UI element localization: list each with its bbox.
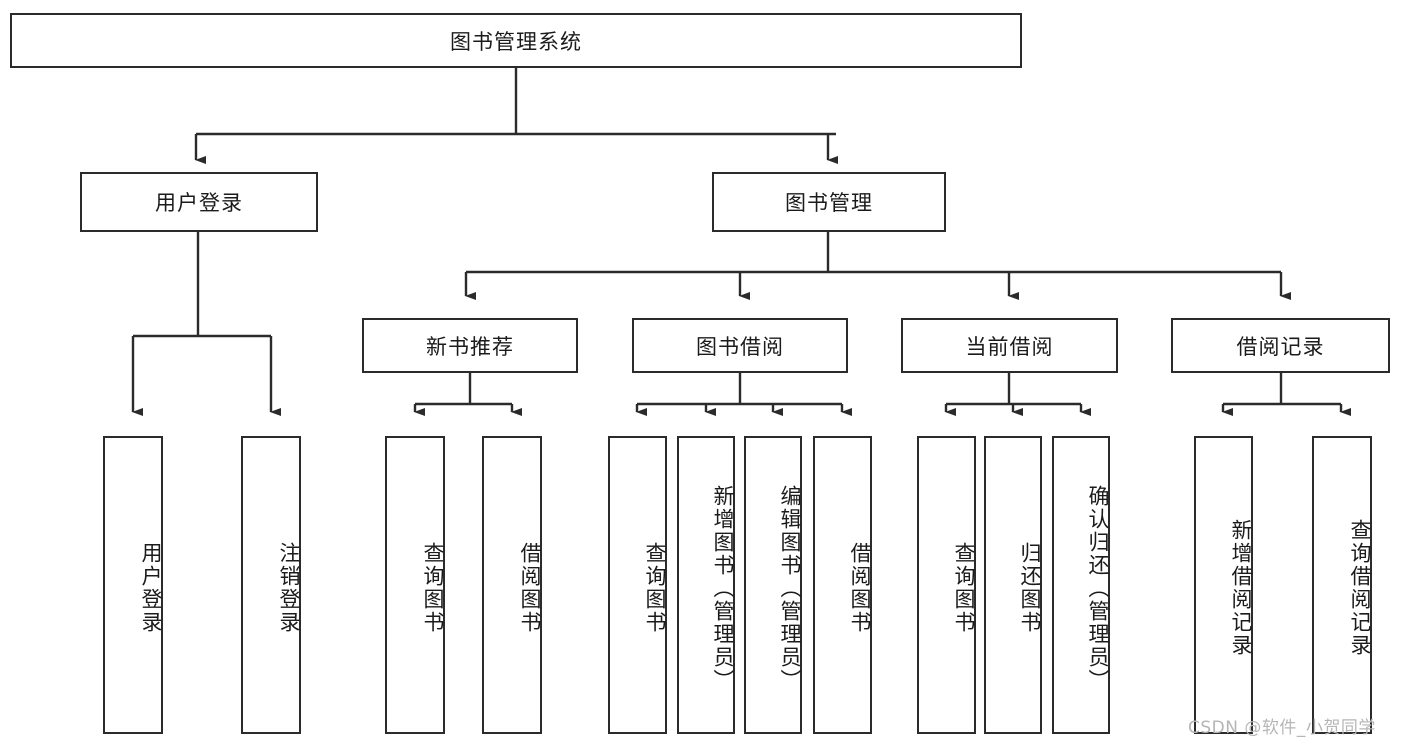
- node-label: 新书推荐: [426, 334, 514, 359]
- node-label: 查询图书: [952, 542, 976, 634]
- node-label: 查询图书: [421, 542, 445, 634]
- node-label: 借阅图书: [848, 542, 872, 634]
- node-label: 查询借阅记录: [1348, 519, 1372, 657]
- node-label: 归还图书: [1018, 542, 1042, 634]
- node-label: 借阅记录: [1236, 334, 1325, 359]
- node-root-book-management-system[interactable]: 图书管理系统: [10, 13, 1022, 68]
- leaf-query-borrowing-record[interactable]: 查询借阅记录: [1312, 436, 1372, 734]
- leaf-borrow-books[interactable]: 借阅图书: [813, 436, 872, 734]
- leaf-add-book-admin[interactable]: 新增图书（管理员）: [677, 436, 735, 734]
- node-label: 查询图书: [643, 542, 667, 634]
- node-label: 图书管理: [785, 191, 873, 215]
- leaf-logout[interactable]: 注销登录: [241, 436, 301, 734]
- leaf-query-books-current[interactable]: 查询图书: [917, 436, 976, 734]
- node-label: 新增借阅记录: [1229, 519, 1253, 657]
- leaf-query-books-recommend[interactable]: 查询图书: [385, 436, 445, 734]
- leaf-borrow-books-recommend[interactable]: 借阅图书: [482, 436, 542, 734]
- node-label: 用户登录: [139, 542, 163, 634]
- leaf-add-borrowing-record[interactable]: 新增借阅记录: [1194, 436, 1253, 734]
- node-new-book-recommendation[interactable]: 新书推荐: [362, 318, 578, 373]
- node-label: 注销登录: [277, 542, 301, 634]
- node-borrowing-records[interactable]: 借阅记录: [1171, 318, 1390, 373]
- node-label: 用户登录: [155, 191, 243, 215]
- leaf-user-login[interactable]: 用户登录: [103, 436, 163, 734]
- node-label: 图书借阅: [696, 334, 784, 359]
- leaf-confirm-return-admin[interactable]: 确认归还（管理员）: [1052, 436, 1110, 734]
- node-label: 确认归还（管理员）: [1086, 484, 1110, 692]
- node-book-management[interactable]: 图书管理: [712, 172, 946, 232]
- node-label: 借阅图书: [518, 542, 542, 634]
- node-label: 当前借阅: [965, 334, 1054, 359]
- leaf-edit-book-admin[interactable]: 编辑图书（管理员）: [744, 436, 802, 734]
- csdn-watermark: CSDN @软件_小贺同学: [1188, 718, 1376, 738]
- node-book-borrowing[interactable]: 图书借阅: [632, 318, 848, 373]
- node-user-login[interactable]: 用户登录: [80, 172, 318, 232]
- node-current-borrowing[interactable]: 当前借阅: [901, 318, 1118, 373]
- node-label: 新增图书（管理员）: [711, 484, 735, 692]
- node-label: 图书管理系统: [450, 29, 582, 54]
- leaf-return-books[interactable]: 归还图书: [984, 436, 1042, 734]
- leaf-query-books-borrowing[interactable]: 查询图书: [608, 436, 667, 734]
- node-label: 编辑图书（管理员）: [778, 484, 802, 692]
